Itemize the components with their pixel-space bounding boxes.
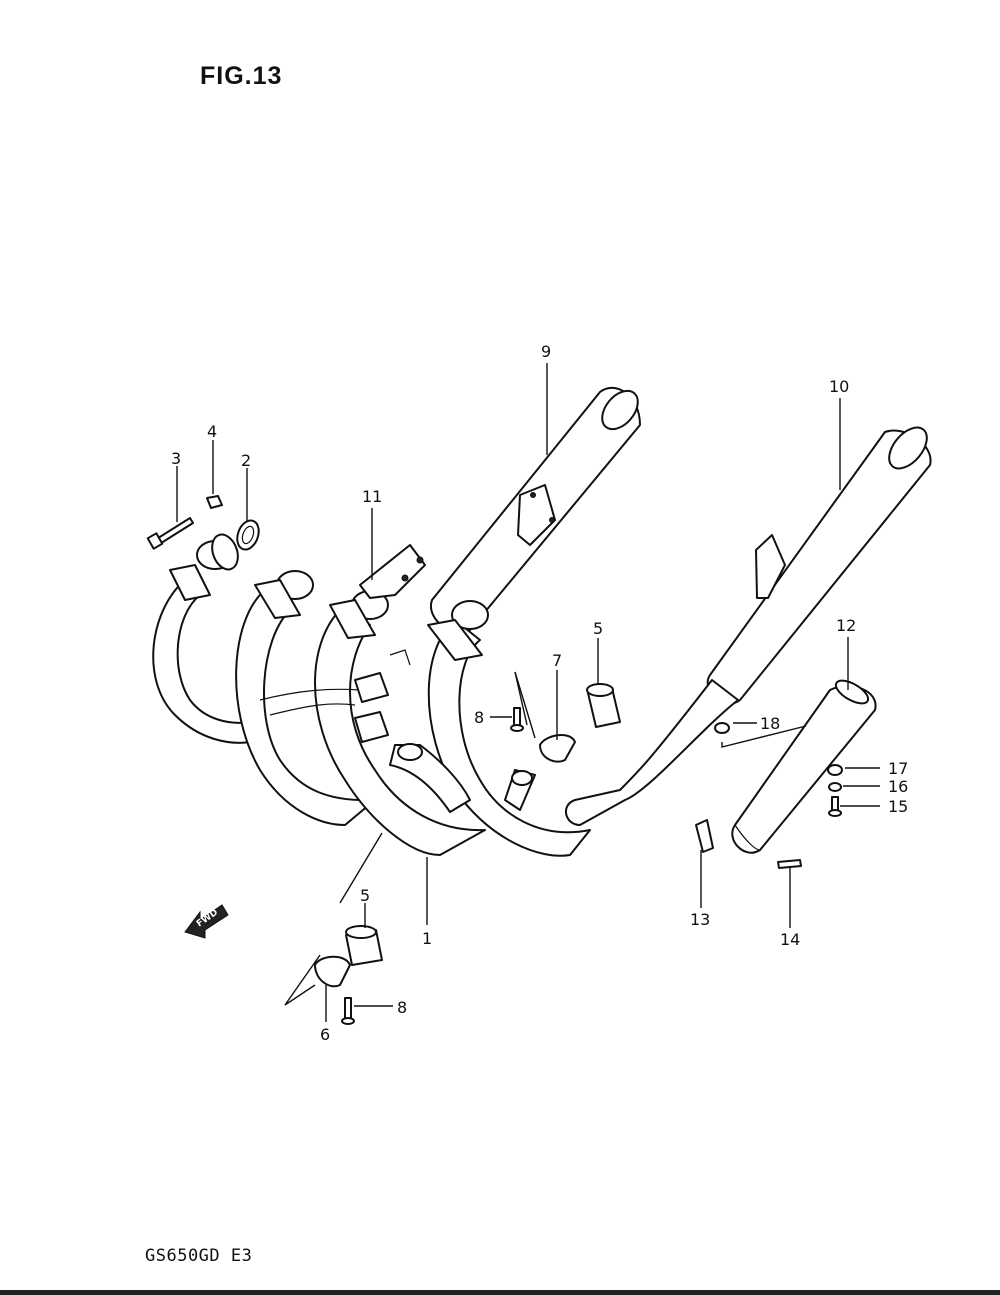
exhaust-pipe-3 <box>314 604 486 856</box>
page-bottom-edge <box>0 1290 1000 1295</box>
callout-12: 12 <box>836 616 856 635</box>
callout-14: 14 <box>780 930 800 949</box>
callout-18: 18 <box>760 714 780 733</box>
callout-8-upper: 8 <box>474 708 484 727</box>
heat-shield <box>731 679 877 854</box>
callout-7: 7 <box>552 651 562 670</box>
callout-9: 9 <box>541 342 551 361</box>
callout-13: 13 <box>690 910 710 929</box>
muffler-right <box>565 426 932 826</box>
callout-2: 2 <box>241 451 251 470</box>
callout-17: 17 <box>888 759 908 778</box>
callout-10: 10 <box>829 377 849 396</box>
muffler-left <box>429 386 641 634</box>
callout-4: 4 <box>207 422 217 441</box>
figure-title: FIG.13 <box>200 62 283 90</box>
pipe-clamps <box>169 533 489 661</box>
callout-1: 1 <box>422 929 432 948</box>
model-code: GS650GD E3 <box>145 1246 253 1266</box>
callout-3: 3 <box>171 449 181 468</box>
callout-15: 15 <box>888 797 908 816</box>
callout-11: 11 <box>362 487 382 506</box>
callout-8-lower: 8 <box>397 998 407 1017</box>
callout-labels: 1 2 3 4 5 5 6 7 8 8 9 10 11 12 13 14 15 … <box>171 342 908 1044</box>
exhaust-pipe-2 <box>235 589 376 826</box>
callout-16: 16 <box>888 777 908 796</box>
bracket-11 <box>354 544 426 743</box>
hardware <box>146 495 843 1025</box>
leader-lines <box>176 363 880 1022</box>
callout-6: 6 <box>320 1025 330 1044</box>
callout-5-upper: 5 <box>593 619 603 638</box>
collector-pipes <box>259 688 536 813</box>
fwd-arrow-icon: FWD <box>184 904 229 939</box>
exhaust-pipe-1 <box>152 579 251 744</box>
callout-5-lower: 5 <box>360 886 370 905</box>
